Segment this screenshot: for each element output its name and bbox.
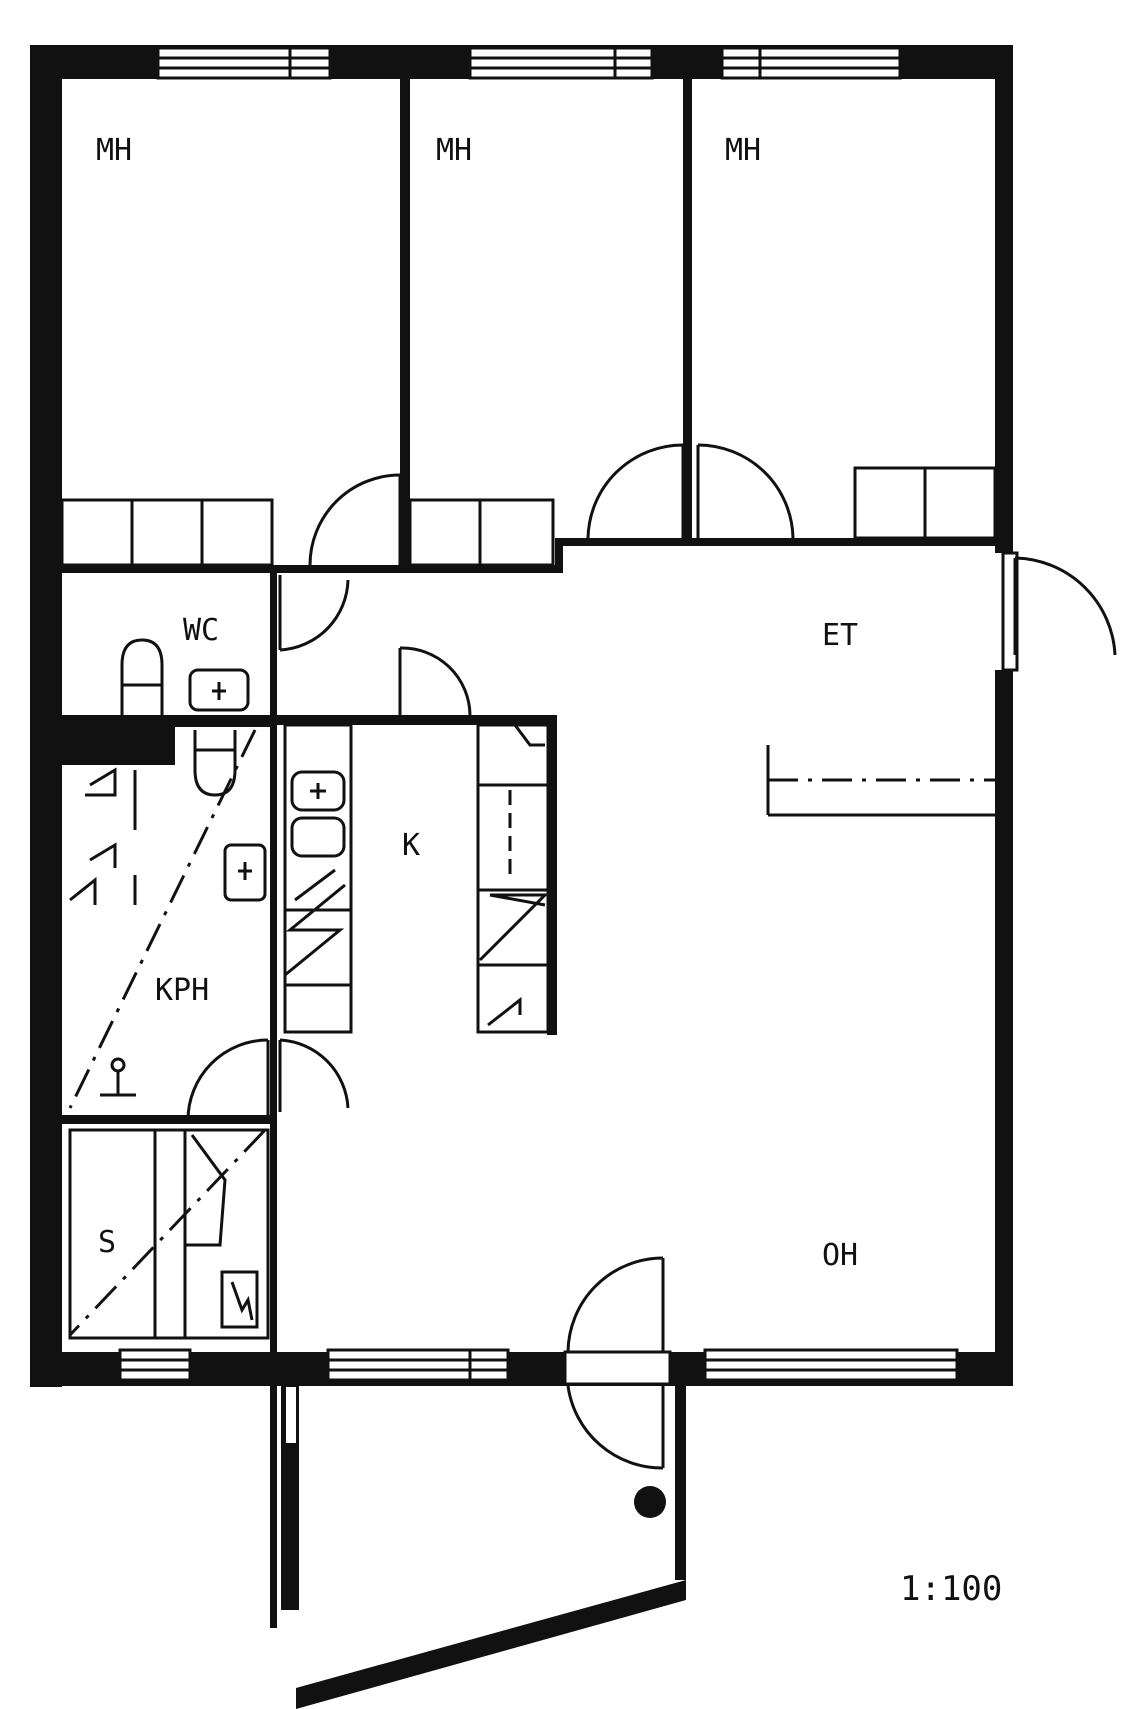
room-label-wc: WC — [183, 613, 219, 648]
wardrobe-bedroom-3 — [853, 466, 997, 540]
door-wc — [278, 575, 350, 652]
bathroom-dash-line — [68, 729, 257, 1109]
room-labels: MH MH MH WC ET K KPH S OH — [96, 133, 858, 1273]
door-entry — [1013, 556, 1117, 656]
drain-icon — [634, 1486, 666, 1518]
sink-wc-icon — [188, 668, 250, 712]
balcony — [281, 1385, 686, 1709]
sauna-stove-icon — [220, 1270, 259, 1329]
window-living-1 — [326, 1348, 510, 1382]
door-balcony — [566, 1256, 665, 1470]
door-hall-to-bathroom — [278, 1038, 350, 1112]
room-label-bedroom-1: MH — [96, 133, 132, 168]
bathroom-shelves-icon — [69, 767, 137, 905]
toilet-icon — [120, 638, 164, 715]
door-bathroom — [186, 1038, 270, 1121]
room-label-bedroom-3: MH — [725, 133, 761, 168]
balcony-door-frame — [563, 1350, 672, 1386]
room-label-bathroom: KPH — [155, 973, 209, 1008]
room-label-sauna: S — [98, 1225, 116, 1260]
window-bedroom-3 — [720, 46, 902, 80]
fixtures — [60, 466, 997, 1340]
room-label-bedroom-2: MH — [436, 133, 472, 168]
interior-walls — [60, 78, 1000, 1628]
sauna-bench — [68, 1128, 270, 1340]
door-bedroom-2 — [586, 443, 685, 539]
wardrobe-bedroom-1 — [60, 498, 274, 567]
kitchen-sink-icon — [290, 770, 346, 858]
scale-label: 1:100 — [900, 1569, 1002, 1609]
shower-icon — [100, 1057, 136, 1097]
room-label-hall: ET — [822, 618, 858, 653]
window-bedroom-1 — [156, 46, 332, 80]
room-label-kitchen: K — [402, 828, 420, 863]
door-bedroom-3 — [696, 443, 795, 539]
room-label-living-room: OH — [822, 1238, 858, 1273]
wardrobe-bedroom-2 — [408, 498, 555, 567]
door-bedroom-1 — [308, 473, 402, 566]
window-bedroom-2 — [468, 46, 654, 80]
window-sauna — [118, 1348, 192, 1382]
sink-bathroom-icon — [223, 843, 267, 902]
washing-machine-icon — [193, 730, 237, 797]
kitchen-counter-right — [476, 723, 550, 1034]
hall-wardrobe-line — [766, 745, 995, 817]
window-living-2 — [703, 1348, 959, 1382]
windows — [118, 46, 959, 1382]
door-kitchen — [398, 646, 472, 716]
kitchen-counter-left — [283, 723, 353, 1034]
doors — [186, 443, 1117, 1470]
